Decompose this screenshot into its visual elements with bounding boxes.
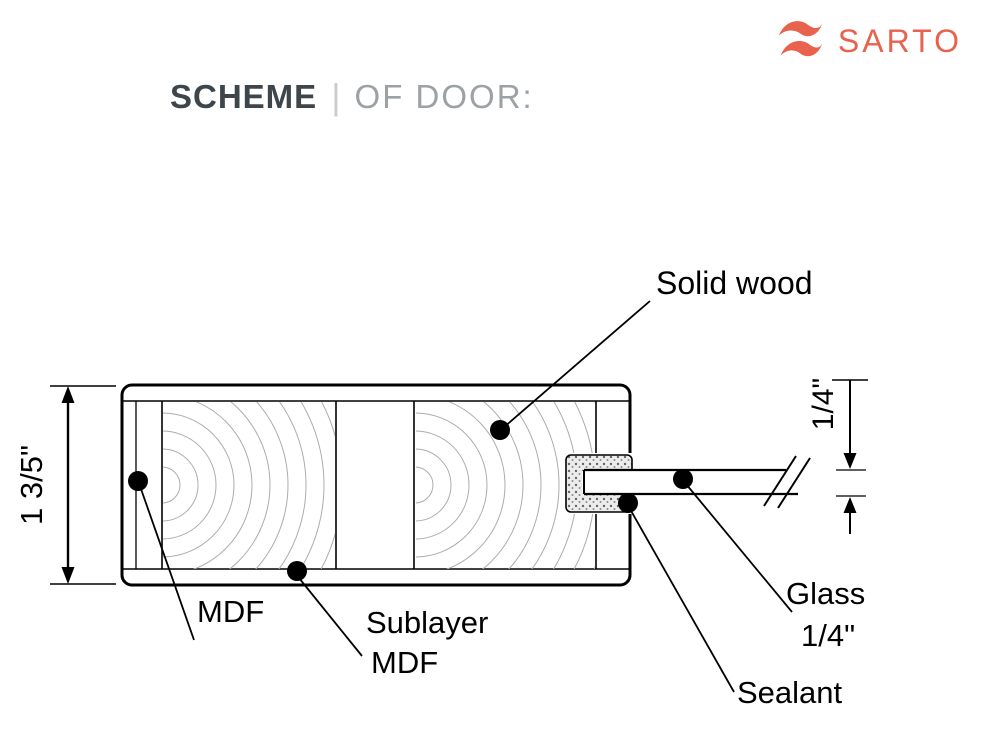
callout-line-sublayer <box>298 577 363 657</box>
callout-line-solid-wood <box>502 300 651 429</box>
arrow-up-icon <box>843 497 857 513</box>
label-sublayer-line2: MDF <box>371 645 438 680</box>
label-solid-wood: Solid wood <box>656 265 813 301</box>
callout-lines <box>140 300 793 693</box>
arrow-up-icon <box>61 386 75 403</box>
height-dimension-label: 1 3/5" <box>14 445 49 525</box>
arrow-down-icon <box>843 453 857 469</box>
label-sublayer-line1: Sublayer <box>366 605 488 640</box>
label-mdf: MDF <box>197 594 264 629</box>
part-labels: Solid wood MDF Sublayer MDF Glass 1/4" S… <box>197 265 865 710</box>
callout-dots <box>128 420 693 581</box>
brand-name: SARTO <box>837 22 962 59</box>
callout-dot-mdf <box>128 471 148 491</box>
callout-dot-solid-wood <box>490 420 510 440</box>
label-sealant: Sealant <box>737 675 843 710</box>
callout-line-mdf <box>140 488 195 641</box>
title-main: SCHEME <box>170 78 318 115</box>
label-glass-line1: Glass <box>786 576 865 611</box>
callout-dot-sealant <box>618 493 638 513</box>
callout-line-glass <box>685 483 793 613</box>
title-separator: | <box>331 76 341 117</box>
glass-thickness-label: 1/4" <box>807 378 840 430</box>
height-dimension: 1 3/5" <box>14 385 116 585</box>
callout-line-sealant <box>629 508 735 693</box>
glass-thickness-dimension: 1/4" <box>807 378 868 534</box>
callout-dot-glass <box>673 469 693 489</box>
title-sub: OF DOOR: <box>354 78 534 115</box>
brand-logo: SARTO <box>768 12 962 70</box>
sarto-logo-icon <box>778 21 823 57</box>
door-cross-section <box>120 383 632 587</box>
callout-dot-sublayer <box>287 561 307 581</box>
page-title: SCHEME | OF DOOR: <box>170 76 534 118</box>
break-symbol <box>763 455 811 509</box>
label-glass-line2: 1/4" <box>801 618 855 653</box>
arrow-down-icon <box>61 567 75 584</box>
wood-grain-left-panel <box>163 402 335 569</box>
